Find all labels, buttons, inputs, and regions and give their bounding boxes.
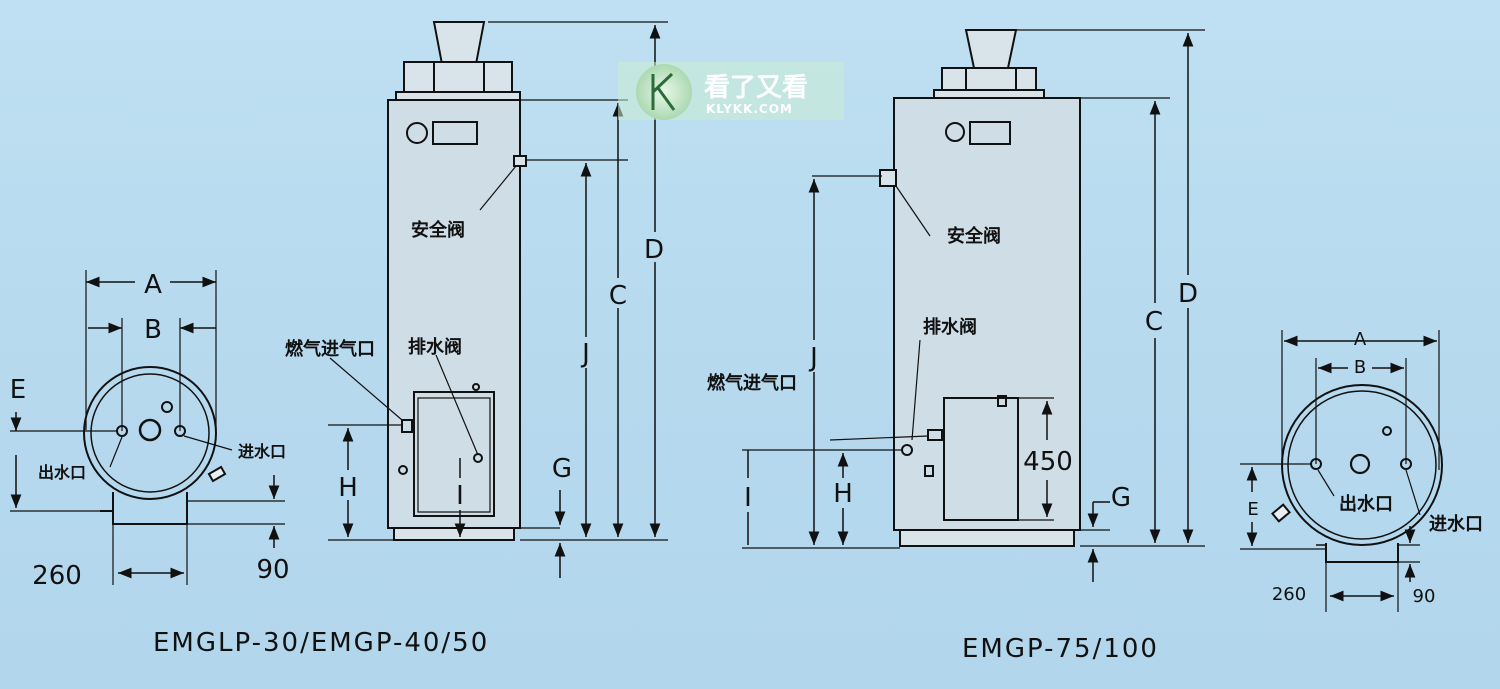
right-side-view [742,29,1205,582]
watermark-en-text: KLYKK.COM [706,102,793,116]
left-dim-90-label: 90 [256,555,289,585]
left-dim-260-label: 260 [32,561,82,591]
right-top-outlet-label: 出水口 [1339,493,1393,515]
left-inlet-fitting [207,465,227,483]
left-gauge-circle [406,122,428,144]
left-model-caption: EMGLP-30/EMGP-40/50 [153,628,490,658]
right-model-caption: EMGP-75/100 [962,634,1159,664]
left-dim-E-label: E [10,375,26,405]
left-flue-hood [432,21,486,65]
left-dim-J-label: J [580,339,590,369]
right-drain-fitting [927,429,943,441]
left-safety-valve-label: 安全阀 [411,219,465,241]
left-tank-inner-circle [90,373,210,493]
right-dim-D-label: D [1178,279,1198,309]
left-dim-C-label: C [609,281,627,311]
right-dim-I-label: I [744,483,752,513]
right-tank-outer-circle [1281,384,1443,546]
left-drain-valve-label: 排水阀 [408,336,462,358]
left-dim-A-label: A [144,270,162,300]
left-gas-inlet-label: 燃气进气口 [285,338,375,360]
left-safety-valve-body [513,155,527,167]
left-dim-B-label: B [144,315,162,345]
right-top-dim-E-label: E [1247,499,1258,520]
right-dim-J-label: J [808,343,818,373]
left-tank-body [387,99,521,529]
klykk-logo-icon [636,64,692,120]
right-dim-H-label: H [833,479,853,509]
left-inlet-label: 进水口 [238,442,286,461]
right-flue-hood [964,29,1018,69]
right-tank-inner-circle [1287,390,1437,540]
right-dim-G-label: G [1111,483,1131,513]
left-gas-inlet-fitting [401,419,413,433]
left-dim-D-label: D [644,235,664,265]
left-flue-circle [138,418,162,442]
right-inlet-fitting [1271,503,1291,523]
left-dim-I-label: I [456,481,464,511]
left-top-view [10,270,285,585]
left-tank-base [393,527,515,541]
left-aux-port [161,401,173,413]
right-top-dim-260-label: 260 [1272,584,1306,605]
watermark: 看了又看 KLYKK.COM [618,62,844,120]
left-outlet-label: 出水口 [38,463,86,482]
left-side-view [328,21,668,578]
left-tank-outer-circle [83,366,217,500]
right-burner-box [943,397,1019,521]
right-gauge-circle [945,122,965,142]
right-top-inlet-label: 进水口 [1429,513,1483,535]
left-burner-box [413,391,495,517]
right-flue-circle [1349,453,1371,475]
right-draft-diverter [941,67,1037,91]
right-top-dim-90-label: 90 [1413,586,1436,607]
right-nameplate [969,121,1011,145]
right-safety-valve-body [879,169,897,187]
right-top-dim-B-label: B [1354,357,1366,378]
right-drain-valve-label: 排水阀 [923,316,977,338]
left-draft-diverter [403,61,513,93]
right-safety-valve-label: 安全阀 [947,225,1001,247]
right-dim-C-label: C [1145,307,1163,337]
left-base-box [112,492,188,525]
right-dim-450-label: 450 [1023,447,1073,477]
right-gas-inlet-label: 燃气进气口 [707,372,797,394]
right-tank-body [893,97,1081,531]
right-top-view [1240,330,1443,612]
left-nameplate [432,121,478,145]
left-dim-G-label: G [552,454,572,484]
right-aux-port [1382,426,1392,436]
right-top-dim-A-label: A [1354,329,1367,350]
right-tank-base [899,529,1075,547]
left-dim-H-label: H [338,473,358,503]
watermark-cn-text: 看了又看 [704,73,808,103]
